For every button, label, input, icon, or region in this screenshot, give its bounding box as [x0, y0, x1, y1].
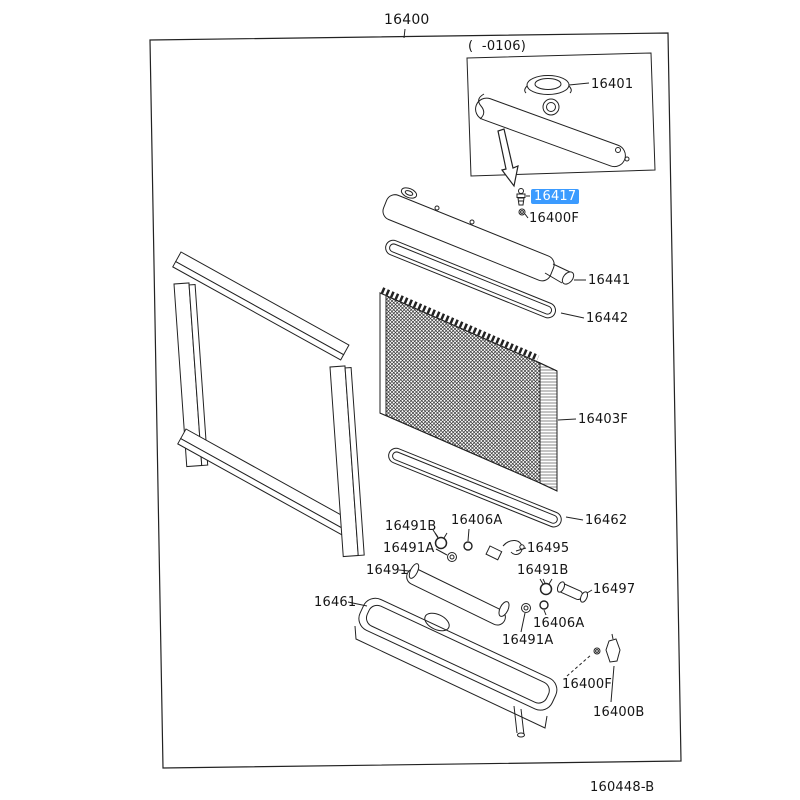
packing-top-part	[518, 208, 529, 219]
lower-gasket-part	[388, 447, 584, 528]
upper-tank-part	[382, 187, 586, 285]
part-label-lower-gasket[interactable]: 16462	[585, 513, 628, 528]
part-label-clamp-upper[interactable]: 16491B	[385, 519, 437, 534]
variant-note: ( -0106)	[468, 39, 526, 54]
oring-lower-part	[539, 600, 549, 616]
clamp-upper-part	[432, 529, 448, 550]
side-bracket-top	[172, 251, 350, 361]
lower-tank-part	[347, 597, 558, 738]
part-label-oring-upper[interactable]: 16406A	[451, 513, 503, 528]
joint-part	[556, 581, 593, 603]
radiator-cap-part	[524, 75, 590, 95]
part-label-joint[interactable]: 16497	[593, 582, 636, 597]
side-bracket-bottom	[177, 428, 355, 538]
oring-upper-part	[463, 528, 473, 551]
part-label-cap[interactable]: 16401	[591, 77, 634, 92]
sensor-part	[485, 540, 527, 561]
part-label-lower-tank[interactable]: 16461	[314, 595, 357, 610]
side-bracket-left	[173, 282, 209, 468]
packing-bottom-part	[566, 647, 601, 677]
pipe-part	[398, 563, 510, 626]
ring-lower-part	[520, 603, 531, 633]
part-label-clamp-lower[interactable]: 16491B	[517, 563, 569, 578]
side-bracket-right	[329, 365, 365, 558]
part-label-ring-lower[interactable]: 16491A	[502, 633, 554, 648]
variant-inset-box	[466, 52, 656, 177]
pointer-arrow	[497, 128, 519, 188]
drain-plug-part	[605, 633, 621, 703]
drain-cock-part	[516, 188, 530, 206]
part-label-drain-plug[interactable]: 16400B	[593, 705, 645, 720]
ring-upper-part	[435, 548, 457, 562]
diagram-frame	[149, 28, 682, 769]
part-label-core[interactable]: 16403F	[578, 412, 629, 427]
part-label-packing-bottom[interactable]: 16400F	[562, 677, 613, 692]
part-label-upper-gasket[interactable]: 16442	[586, 311, 629, 326]
upper-gasket-part	[385, 239, 585, 319]
part-label-sensor[interactable]: 16495	[527, 541, 570, 556]
part-label-ring-upper[interactable]: 16491A	[383, 541, 435, 556]
part-label-packing-top[interactable]: 16400F	[529, 211, 580, 226]
part-label-pipe[interactable]: 16491	[366, 563, 409, 578]
clamp-lower-part	[539, 578, 553, 596]
part-label-drain-cock-selected[interactable]: 16417	[531, 189, 580, 204]
inset-upper-tank	[475, 93, 630, 168]
part-label-oring-lower[interactable]: 16406A	[533, 616, 585, 631]
assembly-title: 16400	[384, 12, 430, 28]
radiator-core-part	[379, 287, 577, 492]
part-label-upper-tank[interactable]: 16441	[588, 273, 631, 288]
document-number: 160448-B	[590, 780, 655, 795]
